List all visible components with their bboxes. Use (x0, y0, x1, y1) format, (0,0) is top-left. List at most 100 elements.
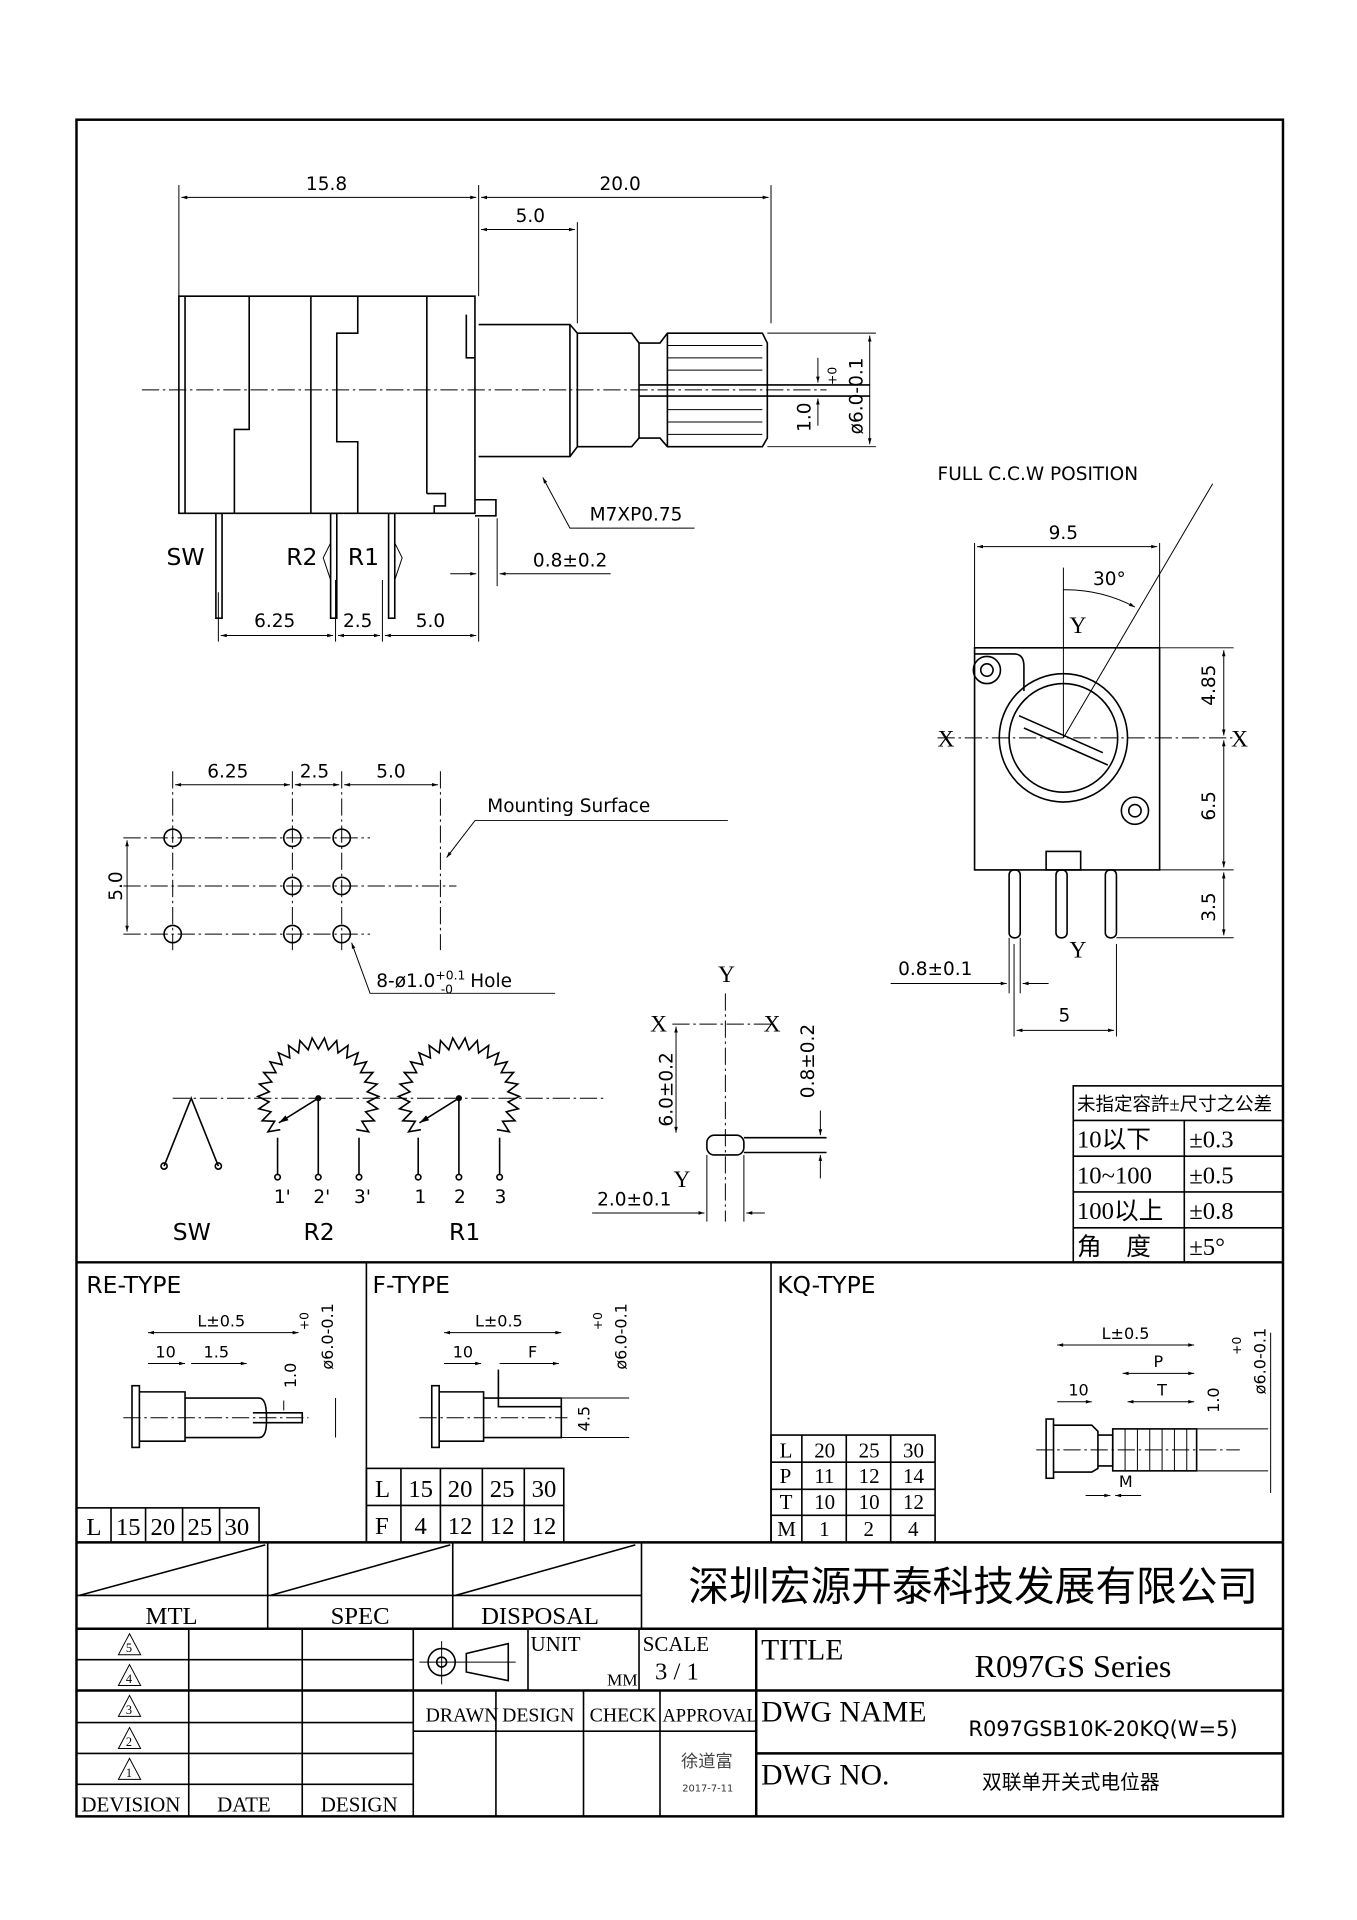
r2-pin-1: 1' (274, 1187, 291, 1208)
dim-tab: 0.8±0.2 (533, 550, 607, 571)
design-label: DESIGN (321, 1792, 398, 1816)
re-dim-15: 1.5 (204, 1342, 229, 1361)
axis-y-top: Y (1070, 613, 1087, 639)
dim-pin-width: 0.8±0.1 (898, 959, 972, 980)
hole-pattern: 6.25 2.5 5.0 5.0 Mounting Surface 8-ø1.0… (106, 761, 728, 996)
kq-table-cell: 12 (903, 1490, 924, 1514)
sheet-border (75, 118, 1285, 1818)
pin-terminal (314, 1173, 322, 1181)
kq-tol-upper: +0 (1230, 1337, 1244, 1355)
dim-front-top: 4.85 (1199, 665, 1220, 706)
kq-table-cell: 1 (819, 1517, 829, 1541)
dim-pin-sw-r2: 6.25 (254, 611, 295, 632)
axis-x-right: X (1231, 727, 1248, 753)
tolerance-range: 角 度 (1077, 1233, 1151, 1261)
revision-number: 3 (126, 1703, 132, 1717)
revision-number: 4 (126, 1672, 132, 1686)
re-table-header: L (86, 1514, 101, 1541)
r2-pin-3: 3' (354, 1187, 371, 1208)
dwg-no-label: DWG NO. (761, 1759, 889, 1791)
dim-pin-r1-edge: 5.0 (416, 611, 445, 632)
f-tol-upper: +0 (591, 1312, 605, 1330)
kq-dim-m: M (1119, 1472, 1133, 1491)
dim-detail-height: 6.0±0.2 (656, 1052, 677, 1126)
shaft-detail: X X Y Y 6.0±0.2 0.8±0.2 2.0±0.1 (592, 962, 827, 1222)
wiper-arrow (419, 1097, 460, 1124)
f-table-header: F (375, 1513, 389, 1540)
kq-table-cell: 2 (864, 1517, 874, 1541)
kq-table-cell: 4 (908, 1517, 919, 1541)
tolerance-range: 10以下 (1077, 1127, 1151, 1154)
approver-signature: 徐道富 (681, 1752, 733, 1771)
kq-type-table: L 20 25 30 P 11 12 14 T 10 10 12 M 1 2 4 (770, 1434, 936, 1544)
kq-table-header: M (777, 1517, 796, 1541)
devision-label: DEVISION (81, 1792, 180, 1816)
f-dim-flat: 4.5 (575, 1406, 594, 1431)
kq-type: KQ-TYPE L±0.5 P T 10 M 1.0 ø6.0-0.1 +0 (770, 1271, 1272, 1544)
kq-table-cell: 10 (814, 1490, 835, 1514)
r1-pin-1: 1 (415, 1187, 427, 1208)
design-header: DESIGN (502, 1704, 574, 1726)
kq-table-header: L (780, 1438, 793, 1462)
mtl-label: MTL (146, 1603, 198, 1630)
kq-table-header: T (780, 1490, 793, 1514)
kq-table-cell: 30 (903, 1438, 924, 1462)
kq-table-cell: 20 (814, 1438, 835, 1462)
re-dim-dia: ø6.0-0.1 (318, 1303, 337, 1370)
f-table-header: L (375, 1476, 390, 1503)
disposal-label: DISPOSAL (481, 1603, 599, 1630)
kq-dim-slot: 1.0 (1204, 1387, 1223, 1412)
detail-axis-x-left: X (650, 1012, 667, 1038)
re-dim-l: L±0.5 (197, 1311, 245, 1330)
kq-table-cell: 14 (903, 1464, 924, 1488)
dim-shaft-length: 20.0 (600, 174, 641, 195)
dim-hole-c: 5.0 (376, 761, 405, 782)
re-type-table: L 15 20 25 30 (75, 1507, 260, 1544)
f-table-cell: 15 (408, 1476, 433, 1503)
f-type-title: F-TYPE (373, 1271, 450, 1299)
tolerance-range: 10~100 (1077, 1162, 1152, 1189)
projection-symbol-icon (419, 1641, 516, 1685)
mounting-hole (163, 828, 183, 848)
re-dim-10: 10 (155, 1342, 175, 1361)
title-value: R097GS Series (975, 1648, 1172, 1684)
re-table-cell: 25 (188, 1514, 213, 1541)
ccw-position-label: FULL C.C.W POSITION (938, 464, 1139, 485)
side-view: SW R2 R1 15.8 20.0 5.0 6.25 2.5 5.0 0.8±… (141, 174, 876, 642)
tolerance-value: ±5° (1189, 1234, 1225, 1261)
schematic-sw-label: SW (173, 1218, 211, 1246)
kq-dim-p: P (1153, 1352, 1163, 1371)
approval-date: 2017-7-11 (682, 1784, 733, 1795)
dim-pin-pitch: 5 (1058, 1006, 1070, 1027)
detail-axis-y-top: Y (718, 962, 735, 988)
revision-triangle-icon (117, 1663, 142, 1687)
detail-axis-x-right: X (764, 1012, 781, 1038)
dim-slot-width: 1.0 (795, 402, 816, 431)
dwg-name-label: DWG NAME (761, 1696, 926, 1728)
scale-label: SCALE (643, 1632, 709, 1656)
revision-number: 2 (126, 1735, 132, 1749)
check-label: CHECK (590, 1704, 658, 1726)
mounting-hole (163, 924, 183, 944)
mounting-hole (282, 828, 302, 848)
pin-label-r2: R2 (286, 543, 317, 571)
dim-shaft-tol-upper: +0 (825, 367, 839, 385)
f-dim-dia: ø6.0-0.1 (612, 1303, 631, 1370)
kq-dim-dia: ø6.0-0.1 (1251, 1328, 1270, 1395)
mounting-hole (282, 924, 302, 944)
kq-dim-l: L±0.5 (1102, 1324, 1150, 1343)
resistor-track (396, 1036, 522, 1133)
re-dim-slot: 1.0 (281, 1363, 300, 1388)
revision-triangle-icon (117, 1757, 142, 1780)
f-dim-l: L±0.5 (475, 1311, 523, 1330)
f-dim-f: F (528, 1342, 537, 1361)
axis-x-left: X (938, 727, 955, 753)
dim-front-mid: 6.5 (1199, 791, 1220, 820)
pin-terminal (274, 1173, 282, 1181)
detail-axis-y-bottom: Y (674, 1167, 691, 1193)
re-table-cell: 20 (151, 1514, 176, 1541)
dim-front-width: 9.5 (1049, 523, 1078, 544)
spec-label: SPEC (331, 1603, 390, 1630)
revision-triangle-icon (117, 1694, 142, 1717)
